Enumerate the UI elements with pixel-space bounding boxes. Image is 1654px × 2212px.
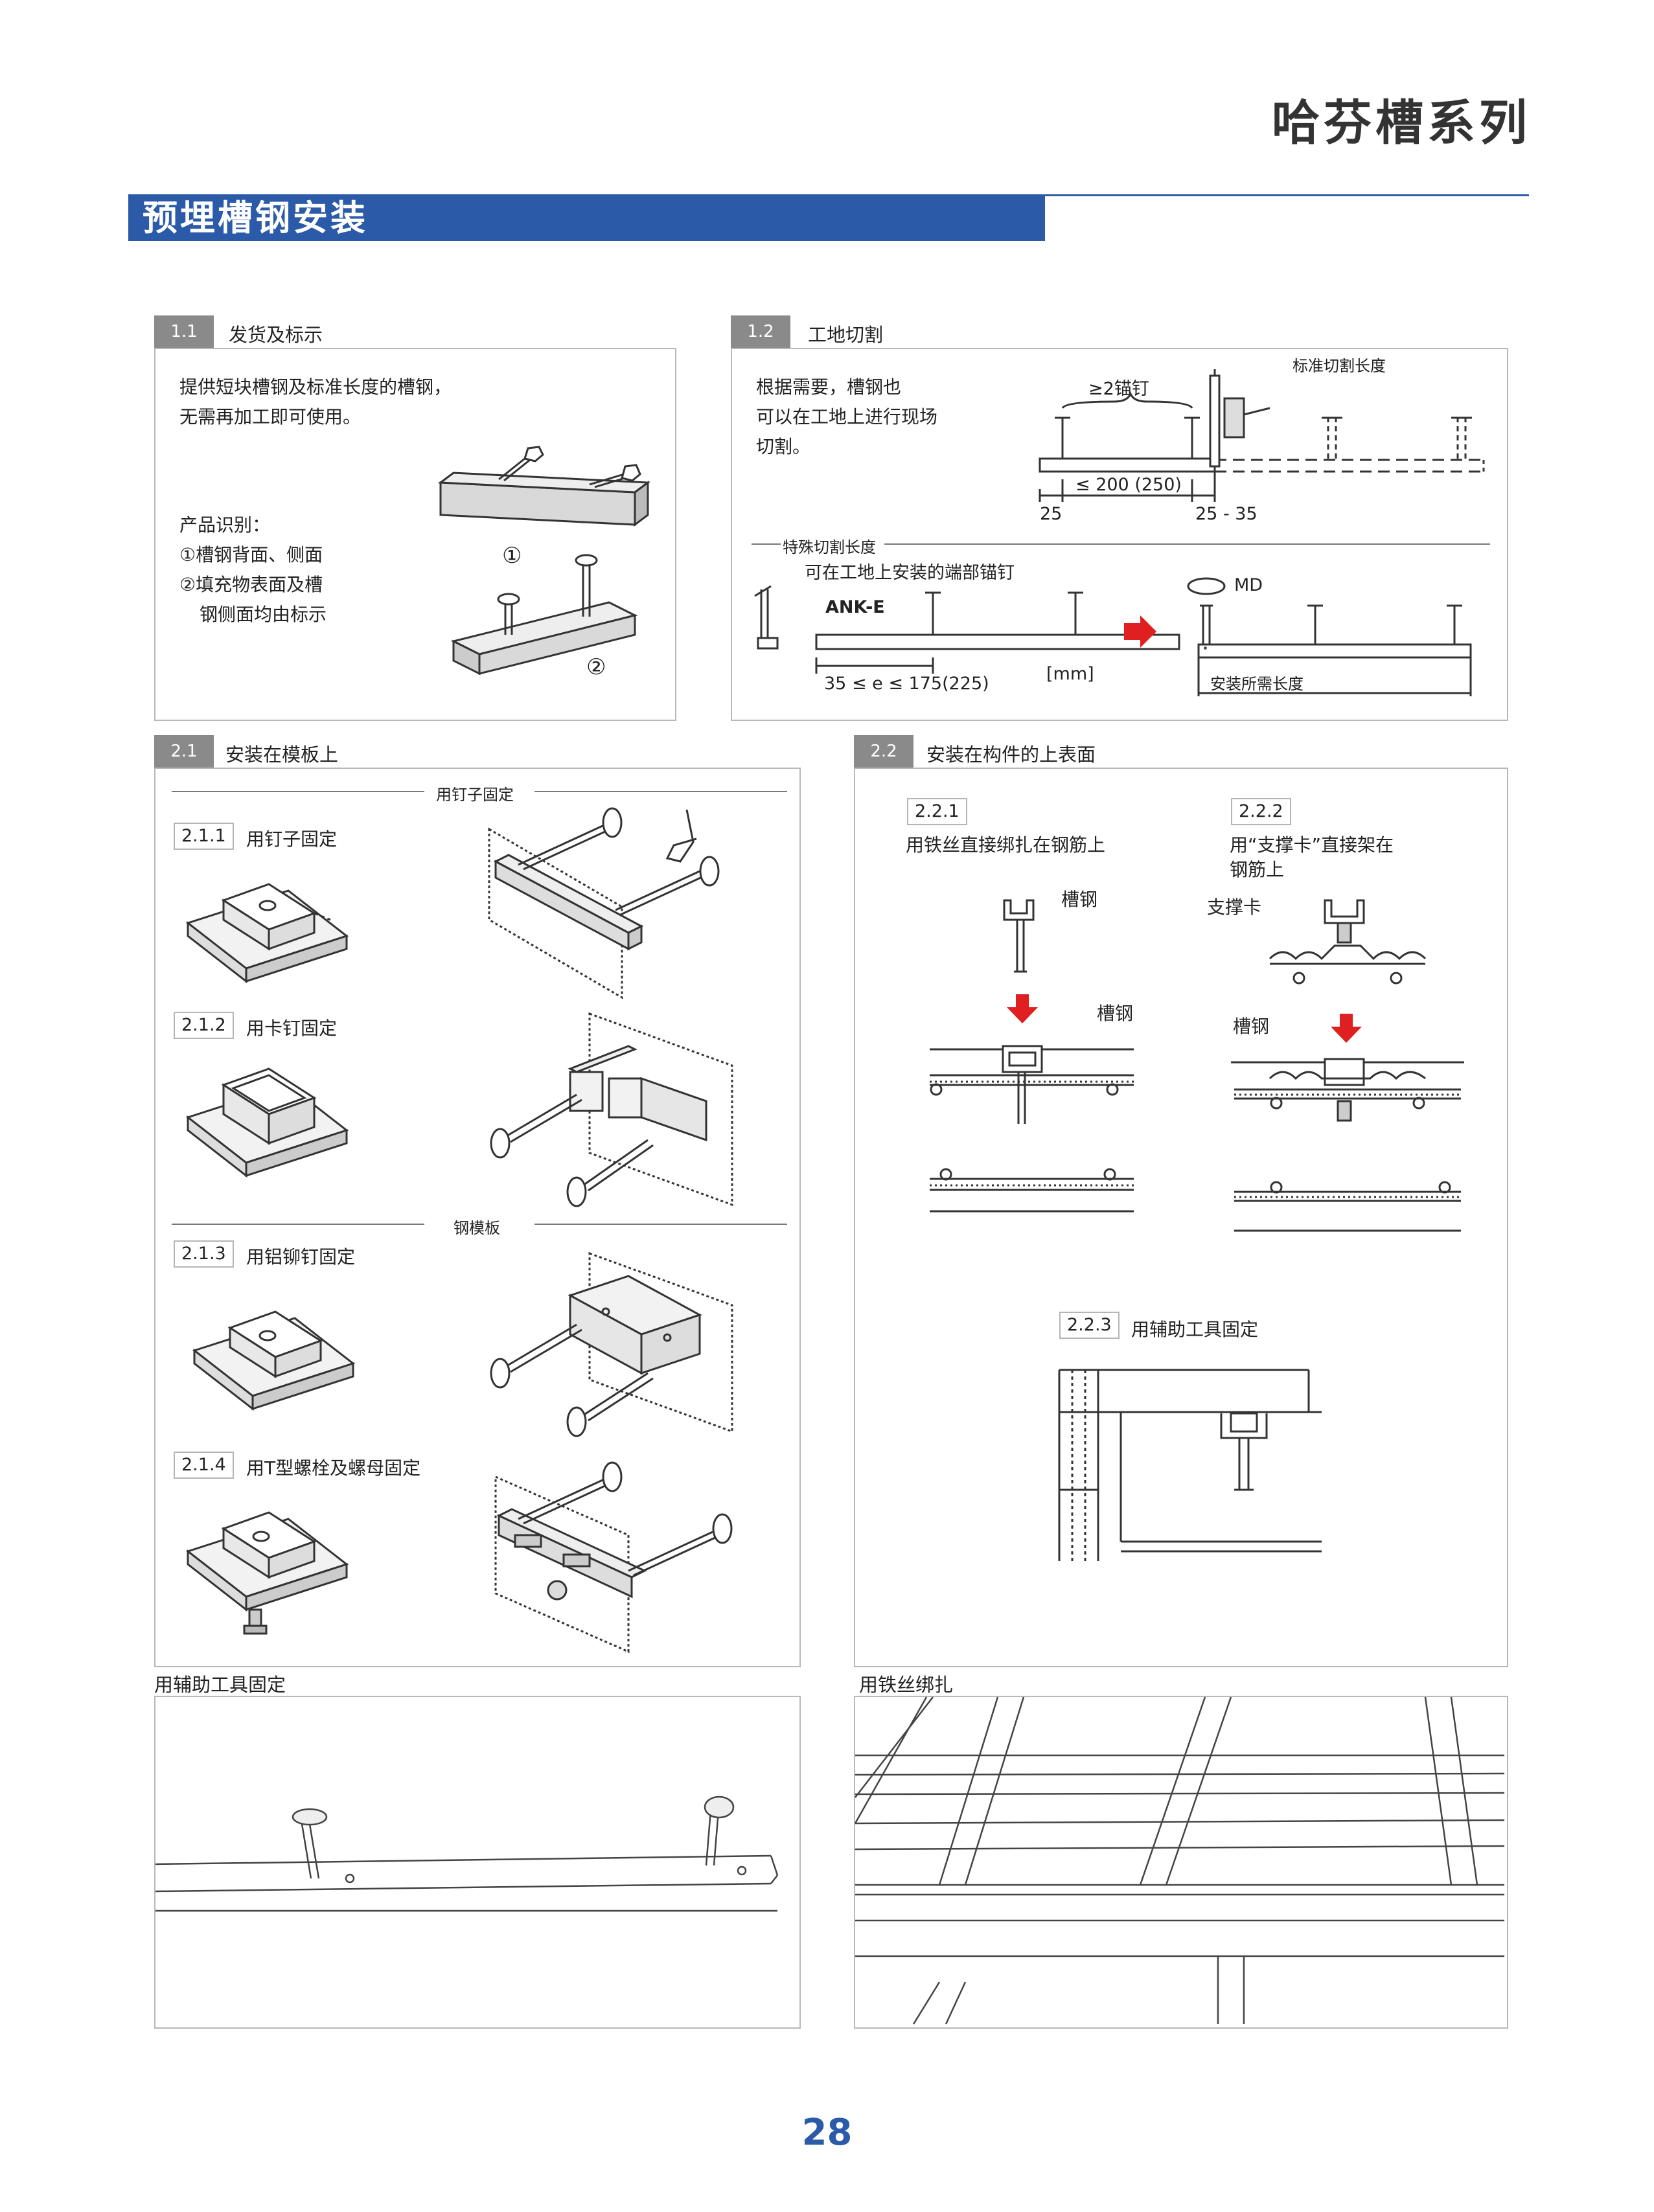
- s21-item4-num: 2.1.4: [174, 1452, 234, 1479]
- series-title: 哈芬槽系列: [1272, 95, 1531, 151]
- section-title: 预埋槽钢安装: [143, 198, 368, 238]
- section-1-1-box: [154, 348, 676, 721]
- section-2-2-title: 安装在构件的上表面: [926, 744, 1096, 766]
- s21-detail-drawing-2: [490, 1012, 733, 1207]
- s21-block-drawing-1: [185, 883, 349, 984]
- s22-b-label-line2: 钢筋上: [1230, 859, 1285, 880]
- s21-item4-label: 用T型螺栓及螺母固定: [246, 1457, 421, 1479]
- s22-wire-tie-diagram: [930, 899, 1134, 1213]
- section-2-2-tag: 2.2: [854, 735, 913, 768]
- s22-a-num: 2.2.1: [907, 798, 967, 825]
- s12-end-anchor: 可在工地上安装的端部锚钉: [805, 563, 1015, 583]
- left-photo-caption: 用辅助工具固定: [154, 1674, 286, 1696]
- s22-support-label: 支撑卡: [1207, 896, 1262, 918]
- s11-id-line2: ②填充物表面及槽: [179, 574, 323, 595]
- s21-item3-label: 用铝铆钉固定: [246, 1246, 356, 1268]
- s11-channel-illustration: [437, 446, 651, 676]
- s22-a-label: 用铁丝直接绑扎在钢筋上: [906, 834, 1106, 856]
- s12-dim-spacing: ≤ 200 (250): [1075, 475, 1182, 495]
- s12-md-label: MD: [1234, 575, 1263, 595]
- section-2-1-title: 安装在模板上: [225, 744, 339, 766]
- s21-mid-rule: [172, 1224, 787, 1225]
- s21-detail-drawing-1: [488, 807, 720, 999]
- s12-desc-line3: 切割。: [756, 436, 811, 457]
- s21-item2-label: 用卡钉固定: [246, 1018, 338, 1039]
- s12-desc-line1: 根据需要，槽钢也: [756, 376, 902, 398]
- s21-block-drawing-4: [185, 1511, 349, 1635]
- s21-top-rule: [172, 791, 787, 792]
- s22-c-label: 用辅助工具固定: [1131, 1319, 1259, 1340]
- s21-item1-num: 2.1.1: [174, 823, 234, 850]
- s22-support-clip-diagram: [1231, 899, 1464, 1232]
- section-1-1-tag: 1.1: [154, 315, 214, 348]
- s12-special-rule: [752, 543, 1490, 545]
- s12-desc-line2: 可以在工地上进行现场: [756, 406, 938, 428]
- right-photo-drawing: [854, 1696, 1505, 2025]
- s11-mark-2: ②: [586, 654, 606, 680]
- s21-item1-label: 用钉子固定: [246, 828, 338, 850]
- s22-aux-tool-diagram: [1058, 1369, 1322, 1561]
- section-1-2-tag: 1.2: [731, 315, 790, 348]
- section-1-2-title: 工地切割: [808, 324, 884, 346]
- section-1-2-box: [731, 348, 1508, 721]
- section-2-2-box: [854, 768, 1508, 1667]
- s21-block-drawing-3: [192, 1310, 356, 1411]
- right-photo-panel: [854, 1696, 1508, 2029]
- s12-mm-unit: [mm]: [1046, 664, 1094, 684]
- s11-desc-line1: 提供短块槽钢及标准长度的槽钢，: [179, 376, 452, 398]
- s22-channel-label-1: 槽钢: [1061, 889, 1098, 910]
- section-2-1-tag: 2.1: [154, 735, 214, 768]
- s12-install-length: 安装所需长度: [1210, 675, 1304, 693]
- s22-channel-label-3: 槽钢: [1233, 1016, 1270, 1037]
- header-rule: [1043, 194, 1529, 196]
- s11-id-title: 产品识别：: [179, 514, 271, 536]
- s21-steel-form-label: 钢模板: [454, 1219, 500, 1237]
- s12-anchor-count: ≥2锚钉: [1088, 379, 1149, 399]
- s12-special-diagram: [754, 577, 1472, 696]
- s12-std-length: 标准切割长度: [1292, 357, 1386, 375]
- s12-e-range: 35 ≤ e ≤ 175(225): [824, 674, 989, 694]
- left-photo-drawing: [155, 1796, 779, 1912]
- s12-ank-label: ANK-E: [825, 597, 885, 617]
- s21-item3-num: 2.1.3: [174, 1240, 234, 1268]
- s22-channel-label-2: 槽钢: [1097, 1003, 1134, 1024]
- s22-b-label-line1: 用“支撑卡”直接架在: [1230, 834, 1394, 856]
- s11-mark-1: ①: [502, 543, 522, 569]
- s12-dim-edge: 25: [1040, 504, 1062, 524]
- s22-b-num: 2.2.2: [1231, 798, 1291, 825]
- s12-cut-diagram: [1039, 369, 1485, 502]
- s21-detail-drawing-4: [494, 1461, 733, 1654]
- s21-detail-drawing-3: [490, 1251, 733, 1437]
- s11-desc-line2: 无需再加工即可使用。: [179, 406, 362, 428]
- s11-id-line1: ①槽钢背面、侧面: [179, 544, 323, 565]
- s11-id-line3: 钢侧面均由标示: [200, 604, 327, 625]
- s21-block-drawing-2: [185, 1067, 349, 1178]
- s22-c-num: 2.2.3: [1059, 1312, 1120, 1339]
- right-photo-caption: 用铁丝绑扎: [859, 1674, 954, 1696]
- s21-item2-num: 2.1.2: [174, 1012, 234, 1039]
- s12-dim-cut-edge: 25 - 35: [1195, 504, 1258, 524]
- s12-special-length: 特殊切割长度: [783, 538, 876, 556]
- section-banner: [128, 194, 1045, 241]
- s21-nail-label: 用钉子固定: [436, 786, 514, 804]
- section-1-1-title: 发货及标示: [229, 324, 323, 346]
- page-number: 28: [801, 2112, 853, 2154]
